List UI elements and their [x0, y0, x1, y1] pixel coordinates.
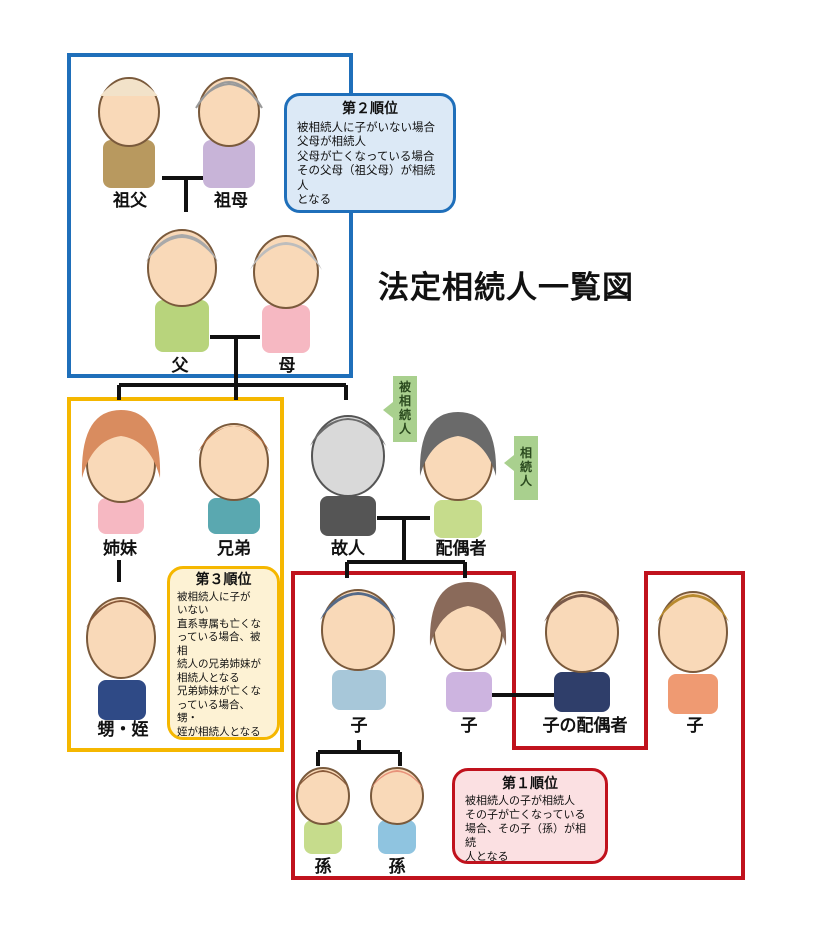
- label-grandmother: 祖母: [206, 191, 256, 211]
- rank3-title: 第３順位: [177, 574, 270, 588]
- heir-tag-arrow: [504, 455, 514, 471]
- decedent-tag-arrow: [383, 402, 393, 418]
- rank3-info-box: 第３順位 被相続人に子が いない 直系専属も亡くな っている場合、被相 続人の兄…: [167, 566, 280, 740]
- label-spouse: 配偶者: [426, 539, 496, 559]
- label-child-spouse: 子の配偶者: [530, 716, 640, 736]
- label-grandchild-2: 孫: [382, 857, 412, 877]
- label-mother: 母: [272, 356, 302, 376]
- grandchild-2-figure: [370, 768, 424, 854]
- label-brother: 兄弟: [206, 539, 262, 559]
- decedent-tag-label: 被相続人: [396, 380, 414, 436]
- child-other-figure: [657, 592, 729, 714]
- label-child-other: 子: [680, 716, 710, 736]
- grandfather-figure: [99, 78, 159, 188]
- deceased-figure: [310, 416, 386, 536]
- nephew-niece-figure: [86, 598, 156, 720]
- child-son-figure: [320, 590, 396, 710]
- rank3-body: 被相続人に子が いない 直系専属も亡くな っている場合、被相 続人の兄弟姉妹が …: [177, 591, 261, 738]
- label-father: 父: [165, 356, 195, 376]
- child-daughter-figure: [430, 582, 506, 712]
- rank1-title: 第１順位: [465, 777, 595, 791]
- label-grandchild-1: 孫: [308, 857, 338, 877]
- label-child-son: 子: [344, 716, 374, 736]
- rank1-body: 被相続人の子が相続人 その子が亡くなっている 場合、その子（孫）が相続 人となる: [465, 794, 586, 863]
- label-nephew-niece: 甥・姪: [86, 720, 160, 740]
- label-deceased: 故人: [320, 539, 376, 559]
- grandmother-figure: [196, 78, 262, 188]
- child-spouse-figure: [544, 592, 620, 712]
- rank1-info-box: 第１順位 被相続人の子が相続人 その子が亡くなっている 場合、その子（孫）が相続…: [452, 768, 608, 864]
- spouse-figure: [420, 412, 496, 538]
- label-grandfather: 祖父: [105, 191, 155, 211]
- heir-tag-label: 相続人: [517, 446, 535, 488]
- rank2-info-box: 第２順位 被相続人に子がいない場合 父母が相続人 父母が亡くなっている場合 その…: [284, 93, 456, 213]
- brother-figure: [198, 424, 270, 534]
- sister-figure: [82, 410, 160, 534]
- label-sister: 姉妹: [92, 539, 148, 559]
- rank2-body: 被相続人に子がいない場合 父母が相続人 父母が亡くなっている場合 その父母（祖父…: [297, 120, 435, 207]
- diagram-title: 法定相続人一覧図: [378, 262, 634, 307]
- grandchild-1-figure: [296, 768, 350, 854]
- father-figure: [146, 230, 218, 352]
- label-child-daughter: 子: [454, 716, 484, 736]
- rank2-title: 第２順位: [297, 102, 443, 117]
- mother-figure: [250, 236, 322, 353]
